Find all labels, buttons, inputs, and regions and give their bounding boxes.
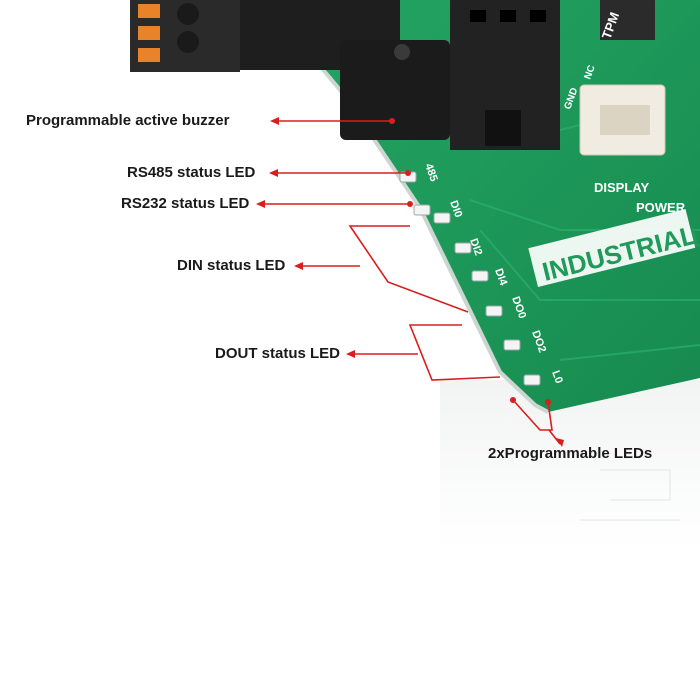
arrowhead-din [294,262,303,270]
annotation-leaders [263,120,561,445]
label-din-led: DIN status LED [177,257,286,274]
label-dout-led: DOUT status LED [215,345,341,362]
banner-plate [528,208,696,287]
arrowhead-dout [346,350,355,358]
buzzer [340,40,450,140]
led-do0 [485,305,503,317]
terminal-block [130,0,240,72]
silk-led-di2: DI2 [467,237,484,257]
pin-header [450,0,560,150]
silk-led-di4: DI4 [492,267,509,288]
led-di0 [433,212,451,224]
silk-display: DISPLAY [594,180,649,195]
led-do2 [503,339,521,351]
led-di2 [454,242,472,254]
silk-led-485: 485 [422,162,440,183]
arrowhead-rs485 [269,169,278,177]
label-rs232-led: RS232 status LED [121,195,250,212]
arrowhead-prog [556,438,564,447]
background-circuit-lines [580,469,680,521]
arrowhead-buzzer [270,117,279,125]
led-rs232 [413,204,431,216]
led-di4 [471,270,489,282]
silk-led-di0: DI0 [447,199,464,219]
led-l0 [523,374,541,386]
label-rs485-led: RS485 status LED [127,164,256,181]
label-programmable-leds: 2xProgrammable LEDs [488,445,653,462]
ic-header [600,0,655,40]
label-buzzer: Programmable active buzzer [26,112,230,129]
arrowhead-rs232 [256,200,265,208]
display-connector [579,84,666,156]
silk-nc: NC [582,64,597,81]
silk-led-l0: L0 [549,369,565,385]
silk-power: POWER [636,200,686,215]
annotation-dots [389,118,551,405]
annotation-arrowheads [256,117,564,447]
background-panel [440,380,700,550]
status-leds [399,171,541,386]
